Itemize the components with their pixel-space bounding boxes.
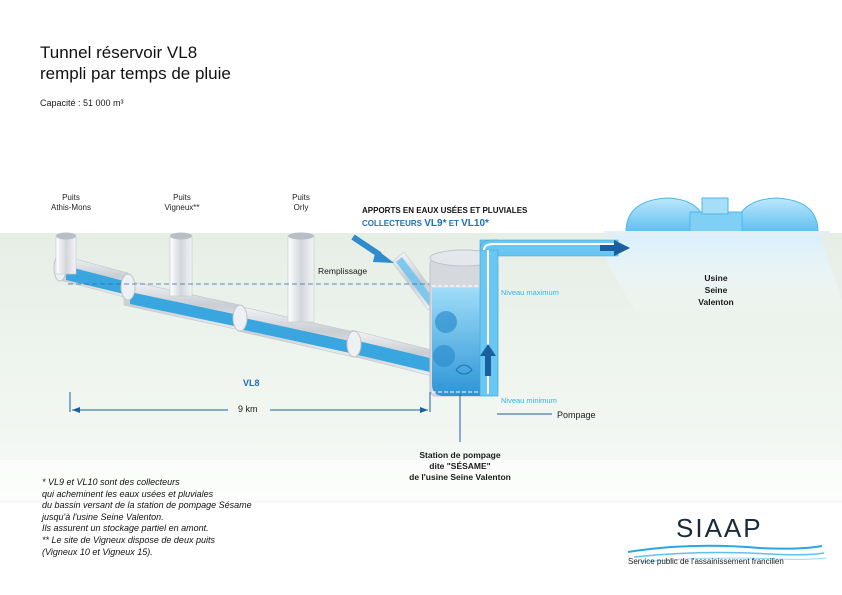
station-label: Station de pompage dite "SÉSAME" de l'us… [398, 450, 522, 483]
shaft-label-line: Puits [292, 193, 310, 202]
vl8-label: VL8 [243, 378, 260, 388]
footnote-line: (Vigneux 10 et Vigneux 15). [42, 546, 153, 557]
title-line-1: Tunnel réservoir VL8 [40, 43, 198, 62]
title-line-2: rempli par temps de pluie [40, 64, 231, 83]
shaft-label-athis-mons: Puits Athis-Mons [44, 193, 98, 213]
inflow-title: APPORTS EN EAUX USÉES ET PLUVIALES [362, 206, 528, 215]
station-label-line: Station de pompage [419, 450, 501, 460]
remplissage-label: Remplissage [318, 266, 368, 276]
distance-label: 9 km [238, 404, 258, 414]
footnotes: * VL9 et VL10 sont des collecteurs qui a… [42, 477, 252, 558]
usine-label: Usine Seine Valenton [686, 272, 746, 308]
shaft-label-line: Vigneux** [164, 203, 200, 212]
shaft-athis-mons [55, 232, 77, 275]
up-arrow-icon [480, 344, 496, 376]
inflow-collectors: COLLECTEURS VL9* ET VL10* [362, 218, 489, 229]
capacity-label: Capacité : 51 000 m³ [40, 98, 124, 108]
niveau-min-label: Niveau minimum [501, 396, 557, 405]
inflow-vl10: VL10* [461, 218, 489, 229]
footnote-line: qui acheminent les eaux usées et pluvial… [42, 488, 214, 499]
niveau-max-label: Niveau maximum [501, 288, 559, 297]
shaft-label-line: Athis-Mons [50, 203, 91, 212]
logo-tagline: Service public de l'assainissement franc… [628, 557, 784, 566]
station-label-line: dite "SÉSAME" [429, 461, 491, 471]
station-label-line: de l'usine Seine Valenton [409, 472, 511, 482]
usine-label-line: Usine [704, 273, 728, 283]
inflow-prefix: COLLECTEURS [362, 219, 425, 228]
inflow-et: ET [446, 219, 462, 228]
footnote-line: * VL9 et VL10 sont des collecteurs [42, 477, 180, 487]
shaft-label-line: Puits [173, 193, 191, 202]
right-arrow-icon [600, 240, 630, 256]
inflow-vl9: VL9* [424, 218, 447, 229]
shaft-label-orly: Puits Orly [274, 193, 328, 213]
footnote-line: du bassin versant de la station de pompa… [42, 500, 252, 511]
usine-label-line: Seine [704, 285, 728, 295]
siaap-logo: SIAAP [676, 513, 763, 543]
shaft-orly [287, 232, 315, 323]
usine-label-line: Valenton [698, 297, 734, 307]
shaft-label-line: Orly [293, 203, 309, 212]
distance-indicator [69, 392, 431, 413]
page-title: Tunnel réservoir VL8 rempli par temps de… [40, 42, 231, 84]
shaft-label-vigneux: Puits Vigneux** [155, 193, 209, 213]
tunnel-vl8 [53, 254, 433, 377]
shaft-vigneux [169, 232, 193, 297]
usine-building [604, 197, 830, 236]
inflow-arrow-icon [351, 234, 394, 263]
footnote-line: ** Le site de Vigneux dispose de deux pu… [42, 534, 215, 545]
logo-waves [627, 544, 827, 563]
pompage-label: Pompage [557, 410, 596, 420]
footnote-line: jusqu'à l'usine Seine Valenton. [42, 511, 164, 522]
footnote-line: Ils assurent un stockage partiel en amon… [42, 523, 209, 534]
usine-platform [600, 236, 842, 320]
shaft-label-line: Puits [62, 193, 80, 202]
